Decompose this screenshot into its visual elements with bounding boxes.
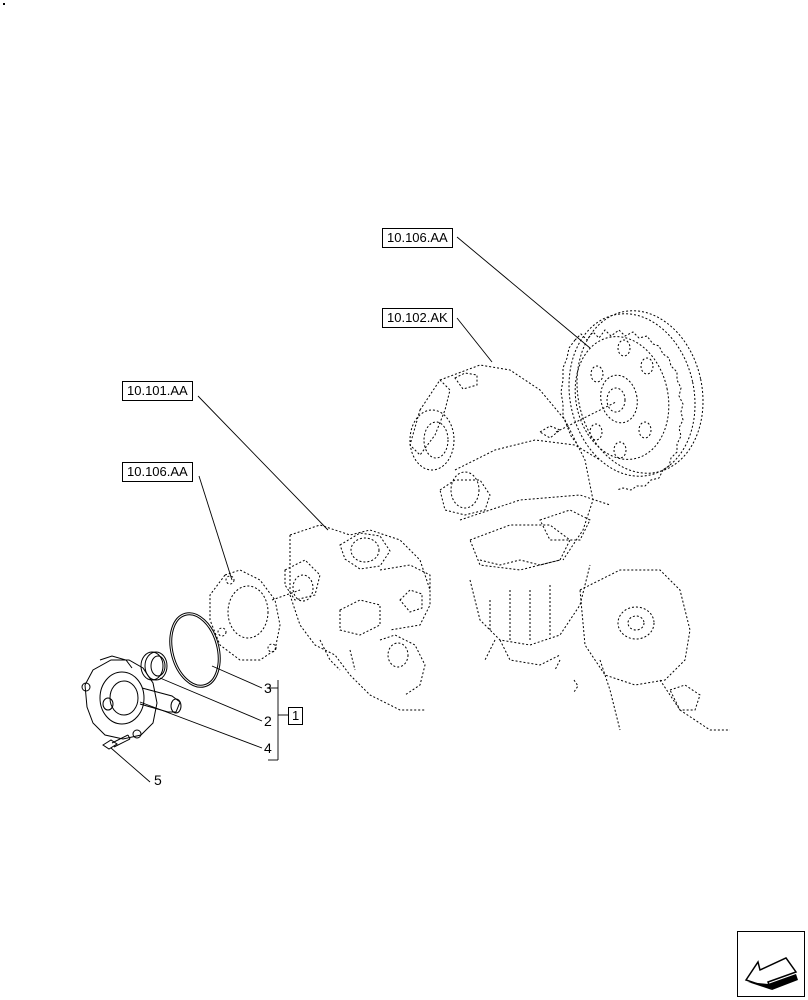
callout-item-2[interactable]: 2 bbox=[264, 713, 272, 729]
ref-label-10-106-aa-left[interactable]: 10.106.AA bbox=[122, 462, 193, 482]
ref-label-10-102-ak[interactable]: 10.102.AK bbox=[382, 308, 453, 328]
arrow-next-page-icon[interactable] bbox=[737, 931, 805, 997]
gear-cover bbox=[209, 569, 281, 661]
callout-item-4[interactable]: 4 bbox=[264, 740, 272, 756]
corner-dot bbox=[3, 3, 5, 5]
oil-seal-part bbox=[140, 651, 168, 681]
callout-item-3[interactable]: 3 bbox=[264, 680, 272, 696]
leader-lines bbox=[110, 236, 591, 783]
callout-group-1[interactable]: 1 bbox=[288, 707, 304, 725]
bolt-part bbox=[102, 734, 131, 750]
ref-label-10-106-aa-top[interactable]: 10.106.AA bbox=[382, 228, 453, 248]
ref-label-10-101-aa[interactable]: 10.101.AA bbox=[122, 381, 193, 401]
arrow-icon-graphic bbox=[744, 957, 798, 990]
engine-block bbox=[271, 524, 431, 711]
callout-item-5[interactable]: 5 bbox=[154, 772, 162, 788]
pump-housing-part bbox=[81, 655, 182, 740]
o-ring-part bbox=[169, 612, 221, 688]
timing-gear bbox=[539, 310, 704, 491]
timing-housing bbox=[409, 364, 730, 731]
